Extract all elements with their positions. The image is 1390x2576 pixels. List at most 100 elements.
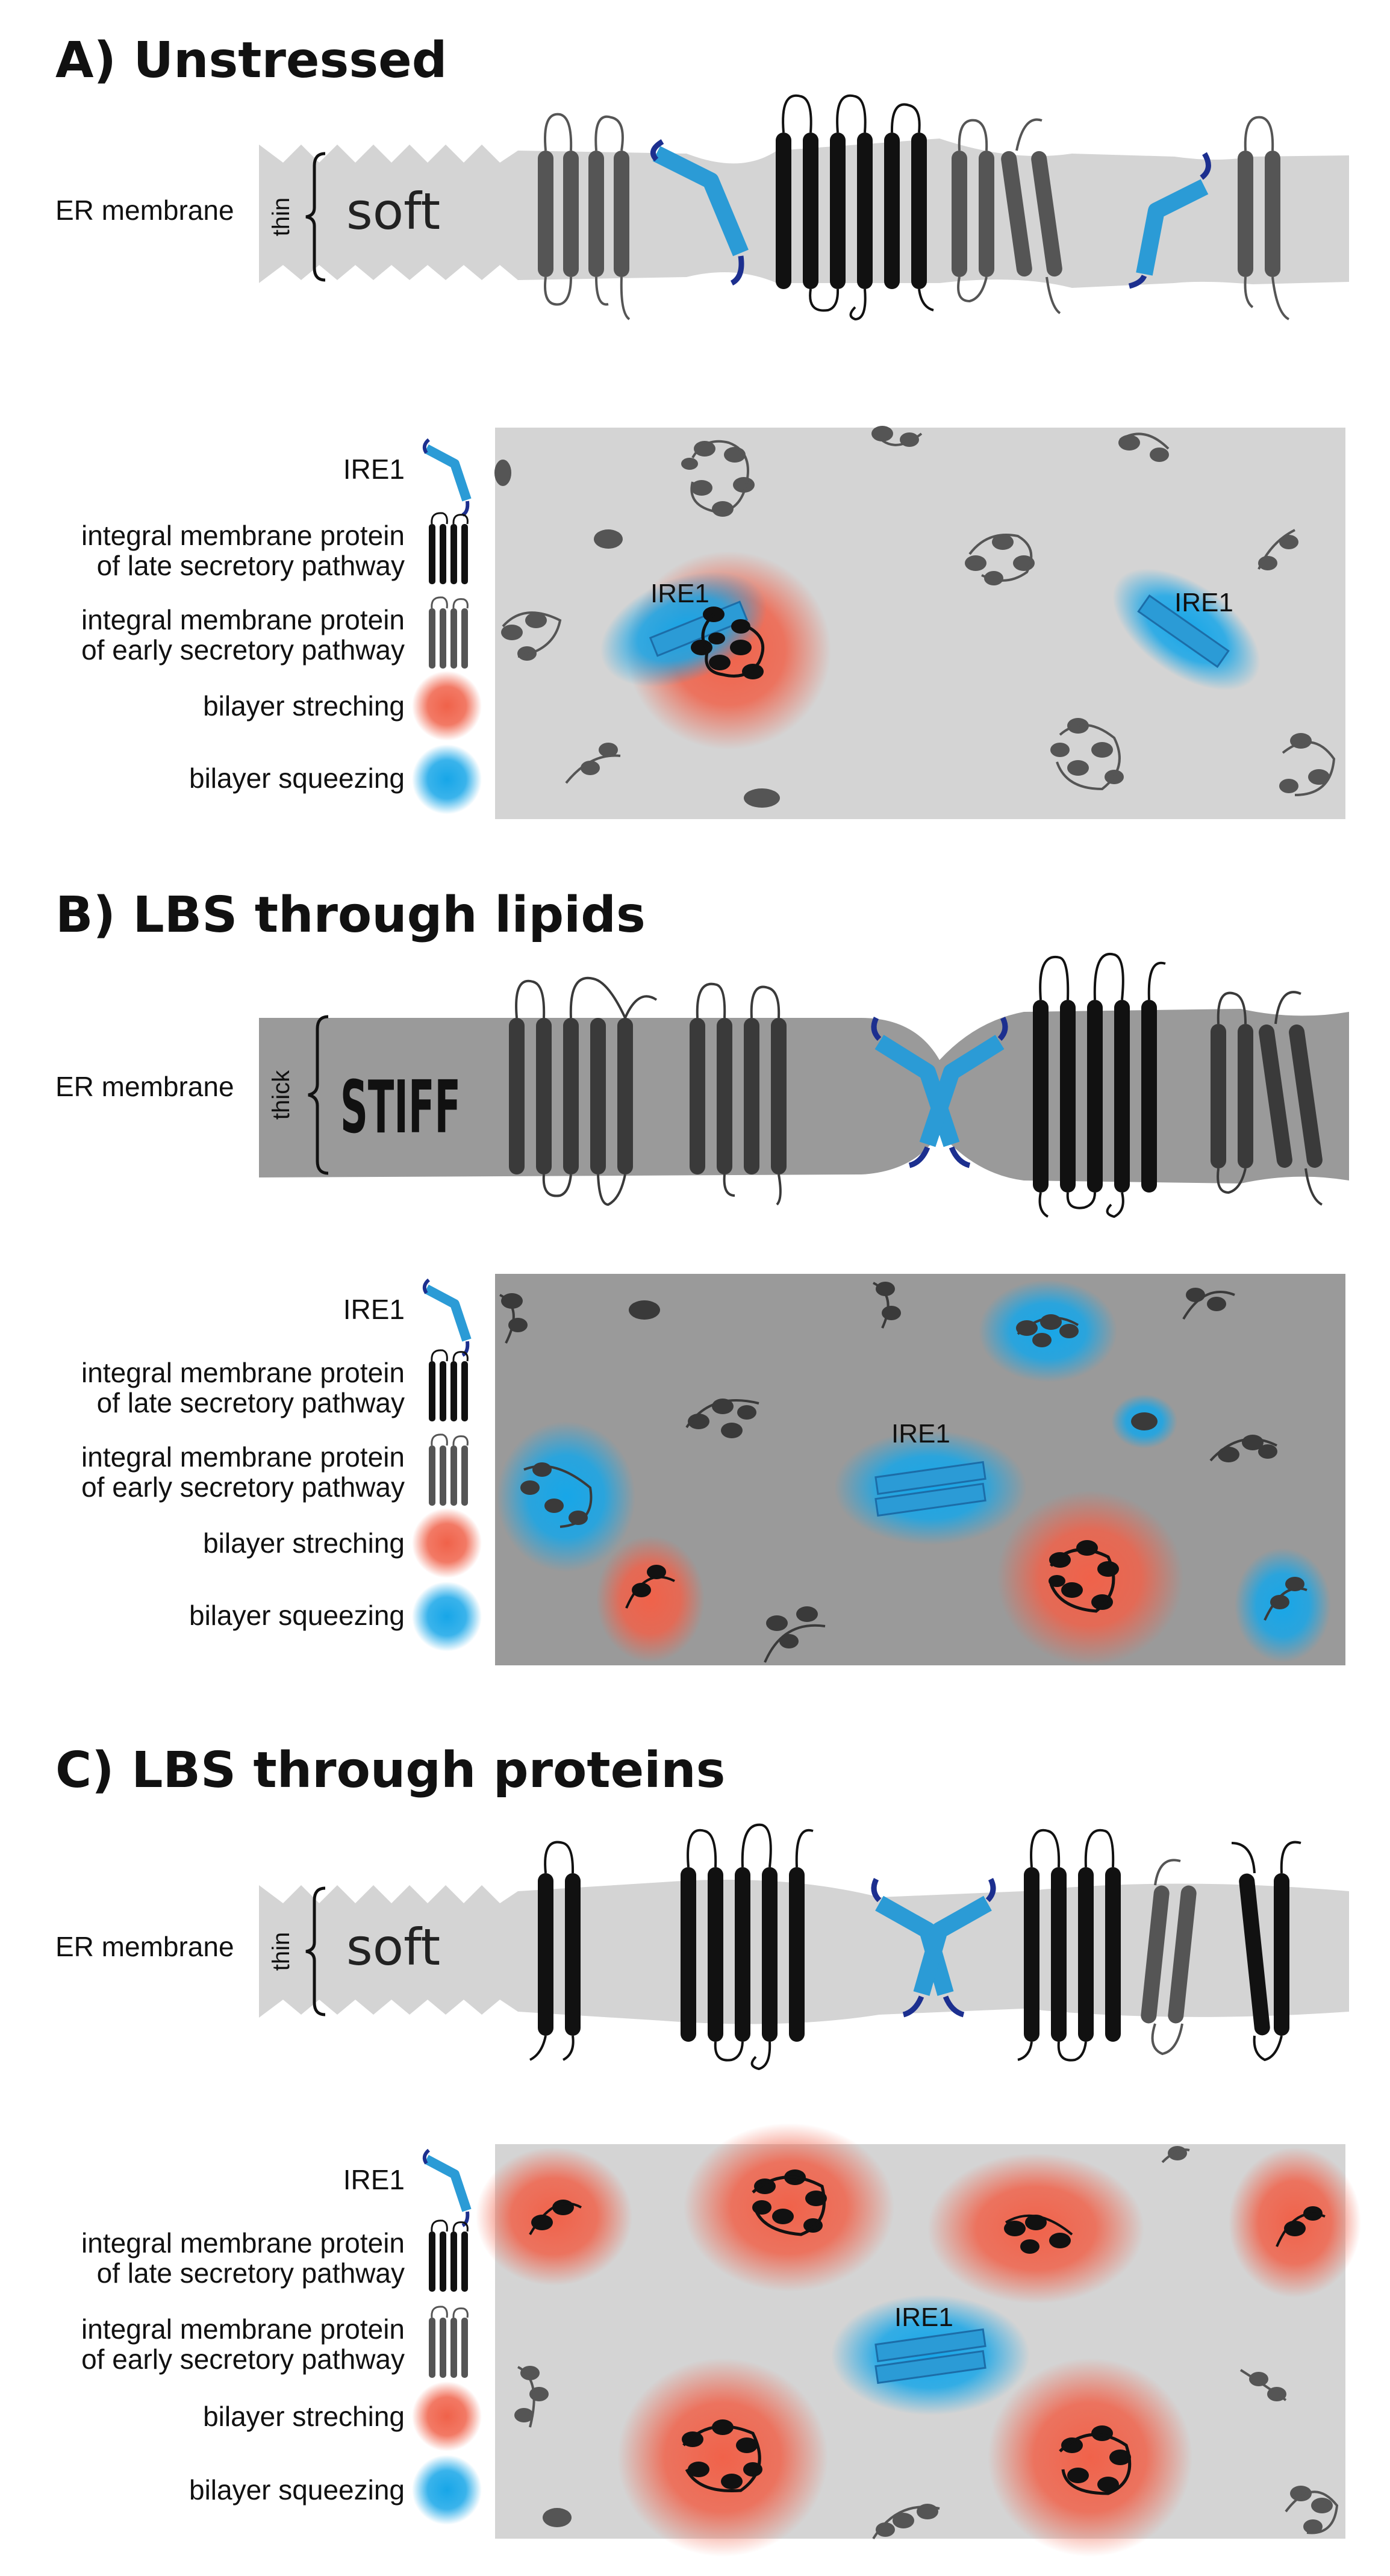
squeezing-zone (497, 1421, 635, 1572)
stiffness-label: STIFF (340, 1066, 461, 1150)
panel-b-title: B) LBS through lipids (55, 887, 646, 944)
legend-late-line1: integral membrane protein (81, 520, 405, 551)
late-protein-group (681, 1823, 814, 2071)
stretching-zone (997, 1491, 1183, 1665)
membrane-label: ER membrane (55, 1071, 234, 1102)
thickness-brace (305, 1886, 326, 2016)
stretching-zone (684, 2123, 894, 2292)
panel-b: B) LBS through lipids ER membrane thick … (55, 887, 1349, 1665)
ire1-label: IRE1 (894, 2303, 953, 2332)
ire1-dimer-top (874, 1461, 986, 1517)
early-protein-group (690, 982, 787, 1206)
panel-a-top-view: IRE1 IRE1 (494, 426, 1345, 819)
legend-squeezing-label: bilayer squeezing (189, 2474, 405, 2506)
ire1-label: IRE1 (650, 579, 709, 608)
squeezing-zone (831, 2295, 1030, 2415)
late-protein-group (1017, 1829, 1121, 2062)
legend-early-protein-icon (429, 2306, 469, 2378)
thickness-label: thick (268, 1070, 295, 1120)
legend-stretching-label: bilayer streching (203, 2401, 405, 2432)
squeezing-zone (834, 1430, 1027, 1545)
ire1-monomer-right (1128, 152, 1211, 289)
legend-late-line2: of late secretory pathway (97, 550, 405, 581)
legend-squeezing-swatch (412, 2455, 482, 2525)
legend-ire1-label: IRE1 (343, 2164, 405, 2195)
legend-early-line1: integral membrane protein (81, 1441, 405, 1473)
early-protein-group (538, 113, 631, 320)
late-protein-clusters (625, 1540, 1119, 1613)
early-protein-clusters (514, 2146, 1339, 2540)
late-protein-cluster (691, 607, 765, 679)
legend-ire1-label: IRE1 (343, 454, 405, 485)
legend-early-line1: integral membrane protein (81, 2313, 405, 2345)
legend-late-protein-icon (429, 1349, 469, 1421)
late-protein-clusters (529, 2169, 1326, 2495)
legend-early-line2: of early secretory pathway (81, 1471, 405, 1503)
panel-a-title: A) Unstressed (55, 32, 447, 89)
legend-late-line1: integral membrane protein (81, 1357, 405, 1388)
legend-stretching-swatch (412, 2381, 482, 2451)
thickness-label: thin (268, 1932, 295, 1971)
legend-squeezing-swatch (412, 1582, 482, 1651)
legend-early-line2: of early secretory pathway (81, 634, 405, 666)
early-protein-group (1141, 1859, 1197, 2056)
legend-squeezing-label: bilayer squeezing (189, 763, 405, 794)
early-protein-clusters (494, 426, 1336, 808)
ire1-dimer-top (874, 2328, 986, 2384)
legend-late-protein-icon (429, 2219, 469, 2292)
squeezing-zone (979, 1280, 1117, 1382)
stiffness-label: soft (346, 1918, 440, 1977)
panel-c-top-view: IRE1 (476, 2123, 1361, 2557)
panel-a-membrane: ER membrane thin soft (55, 94, 1349, 321)
membrane-body (259, 1009, 1349, 1184)
legend-ire1-icon (422, 1278, 472, 1357)
panel-c-legend: IRE1 integral membrane protein of late s… (81, 2148, 482, 2525)
panel-c-title: C) LBS through proteins (55, 1742, 726, 1799)
legend-squeezing-label: bilayer squeezing (189, 1600, 405, 1631)
late-protein-group (776, 94, 934, 321)
legend-early-protein-icon (429, 596, 469, 669)
legend-ire1-label: IRE1 (343, 1294, 405, 1325)
legend-early-line1: integral membrane protein (81, 604, 405, 635)
legend-late-line2: of late secretory pathway (97, 2257, 405, 2289)
panel-b-membrane: ER membrane thick STIFF (55, 952, 1349, 1218)
ire1-dimer (871, 1016, 1008, 1168)
panel-b-top-view: IRE1 (495, 1274, 1345, 1665)
panel-b-legend: IRE1 integral membrane protein of late s… (81, 1278, 482, 1651)
legend-late-line1: integral membrane protein (81, 2227, 405, 2259)
legend-stretching-label: bilayer streching (203, 690, 405, 722)
ire1-label: IRE1 (891, 1419, 950, 1449)
stiffness-label: soft (346, 182, 440, 241)
legend-ire1-icon (422, 2148, 472, 2227)
early-protein-group (509, 976, 658, 1206)
legend-late-protein-icon (429, 512, 469, 584)
ire1-dimer (871, 1877, 996, 2018)
early-protein-group (1211, 991, 1323, 1206)
panel-a: A) Unstressed ER membrane thin soft (55, 32, 1349, 819)
legend-early-protein-icon (429, 1433, 469, 1506)
legend-early-line2: of early secretory pathway (81, 2344, 405, 2375)
stretching-zone (617, 2358, 828, 2557)
early-protein-group (952, 118, 1062, 314)
stretching-zone (596, 1536, 705, 1662)
legend-ire1-icon (422, 438, 472, 517)
panel-a-legend: IRE1 integral membrane protein of late s… (81, 438, 482, 814)
late-protein-group (1231, 1841, 1301, 2062)
thickness-brace (308, 1015, 329, 1175)
stretching-zone (988, 2358, 1192, 2557)
thickness-label: thin (268, 198, 295, 237)
legend-late-line2: of late secretory pathway (97, 1387, 405, 1418)
panel-c: C) LBS through proteins ER membrane thin… (55, 1742, 1361, 2557)
legend-stretching-swatch (412, 1508, 482, 1578)
panel-c-membrane: ER membrane thin soft (55, 1823, 1349, 2071)
thickness-brace (305, 152, 326, 282)
legend-stretching-label: bilayer streching (203, 1527, 405, 1559)
stretching-zone (476, 2147, 632, 2286)
legend-squeezing-swatch (412, 744, 482, 814)
early-protein-group (1238, 116, 1290, 320)
ire1-label: IRE1 (1174, 588, 1233, 617)
late-protein-group (529, 1841, 581, 2061)
ire1-monomer-left (650, 139, 749, 286)
ire1-monomer-top (1137, 594, 1230, 669)
